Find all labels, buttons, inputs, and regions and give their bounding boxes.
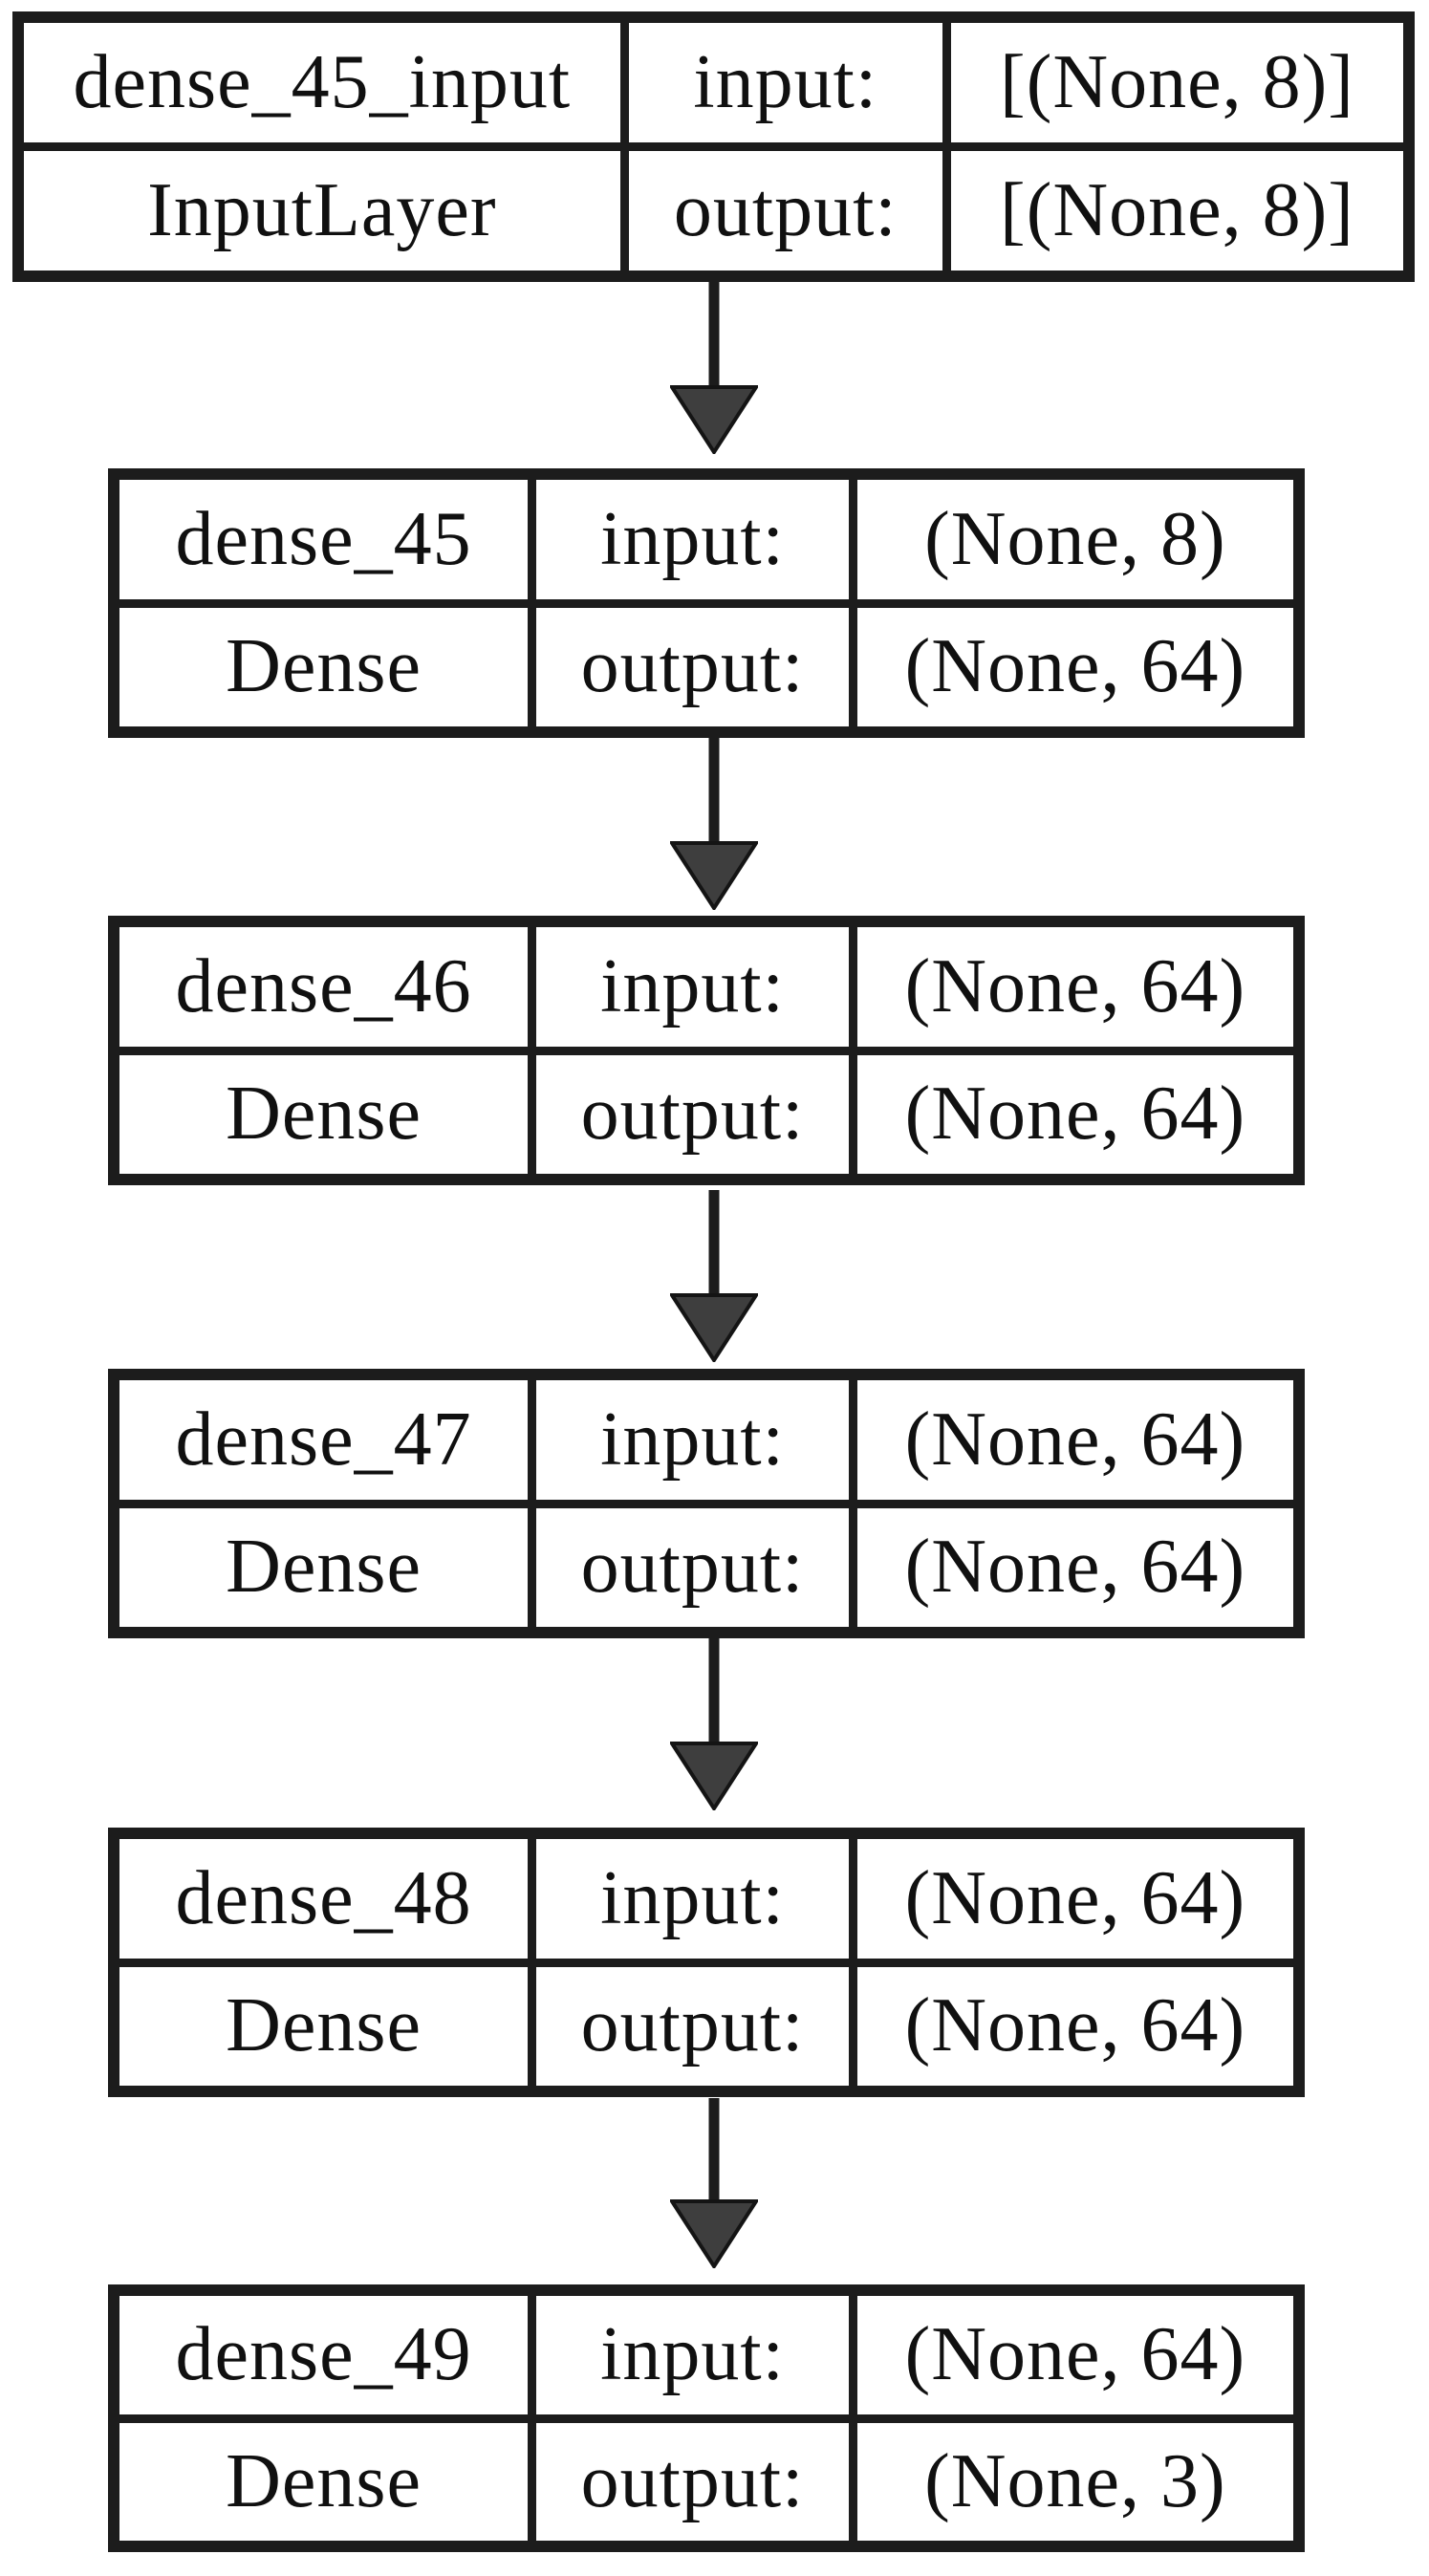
layer-name-cell: dense_45	[119, 480, 529, 599]
arrow-stem	[708, 282, 720, 385]
input-shape-cell: (None, 64)	[856, 1380, 1293, 1500]
layer-node-dense_46: dense_46 input: (None, 64) Dense output:…	[108, 916, 1305, 1185]
layer-type-cell: Dense	[119, 1507, 529, 1627]
output-shape-cell: (None, 3)	[856, 2422, 1293, 2541]
layer-name-cell: dense_48	[119, 1839, 529, 1959]
arrow-down-icon	[670, 2199, 758, 2268]
input-label-cell: input:	[536, 480, 849, 599]
arrow-down-icon	[670, 1742, 758, 1810]
arrow-connector	[670, 738, 758, 910]
layer-name-cell: dense_45_input	[24, 23, 620, 142]
input-label-cell: input:	[536, 927, 849, 1047]
arrow-connector	[670, 2098, 758, 2268]
arrow-stem	[708, 738, 720, 841]
layer-type-cell: Dense	[119, 1966, 529, 2086]
layer-node-dense_45_input: dense_45_input input: [(None, 8)] InputL…	[12, 11, 1415, 282]
output-label-cell: output:	[536, 607, 849, 726]
arrow-stem	[708, 2098, 720, 2201]
layer-type-cell: Dense	[119, 2422, 529, 2541]
input-label-cell: input:	[536, 1380, 849, 1500]
layer-node-dense_49: dense_49 input: (None, 64) Dense output:…	[108, 2284, 1305, 2552]
output-shape-cell: (None, 64)	[856, 1054, 1293, 1174]
arrow-connector	[670, 1190, 758, 1362]
input-shape-cell: (None, 64)	[856, 1839, 1293, 1959]
output-label-cell: output:	[536, 1054, 849, 1174]
input-shape-cell: [(None, 8)]	[950, 23, 1403, 142]
output-label-cell: output:	[536, 2422, 849, 2541]
layer-name-cell: dense_49	[119, 2296, 529, 2414]
output-shape-cell: (None, 64)	[856, 1507, 1293, 1627]
layer-node-dense_45: dense_45 input: (None, 8) Dense output: …	[108, 468, 1305, 738]
layer-name-cell: dense_46	[119, 927, 529, 1047]
output-shape-cell: (None, 64)	[856, 607, 1293, 726]
output-label-cell: output:	[628, 151, 942, 271]
input-label-cell: input:	[536, 2296, 849, 2414]
layer-name-cell: dense_47	[119, 1380, 529, 1500]
input-label-cell: input:	[628, 23, 942, 142]
arrow-down-icon	[670, 841, 758, 910]
input-shape-cell: (None, 64)	[856, 2296, 1293, 2414]
layer-type-cell: InputLayer	[24, 151, 620, 271]
output-shape-cell: [(None, 8)]	[950, 151, 1403, 271]
input-shape-cell: (None, 64)	[856, 927, 1293, 1047]
arrow-connector	[670, 1638, 758, 1810]
arrow-connector	[670, 282, 758, 454]
output-shape-cell: (None, 64)	[856, 1966, 1293, 2086]
layer-node-dense_47: dense_47 input: (None, 64) Dense output:…	[108, 1369, 1305, 1638]
input-label-cell: input:	[536, 1839, 849, 1959]
output-label-cell: output:	[536, 1507, 849, 1627]
input-shape-cell: (None, 8)	[856, 480, 1293, 599]
layer-type-cell: Dense	[119, 607, 529, 726]
layer-type-cell: Dense	[119, 1054, 529, 1174]
layer-node-dense_48: dense_48 input: (None, 64) Dense output:…	[108, 1828, 1305, 2097]
arrow-stem	[708, 1638, 720, 1742]
arrow-down-icon	[670, 385, 758, 454]
arrow-stem	[708, 1190, 720, 1293]
output-label-cell: output:	[536, 1966, 849, 2086]
arrow-down-icon	[670, 1293, 758, 1362]
